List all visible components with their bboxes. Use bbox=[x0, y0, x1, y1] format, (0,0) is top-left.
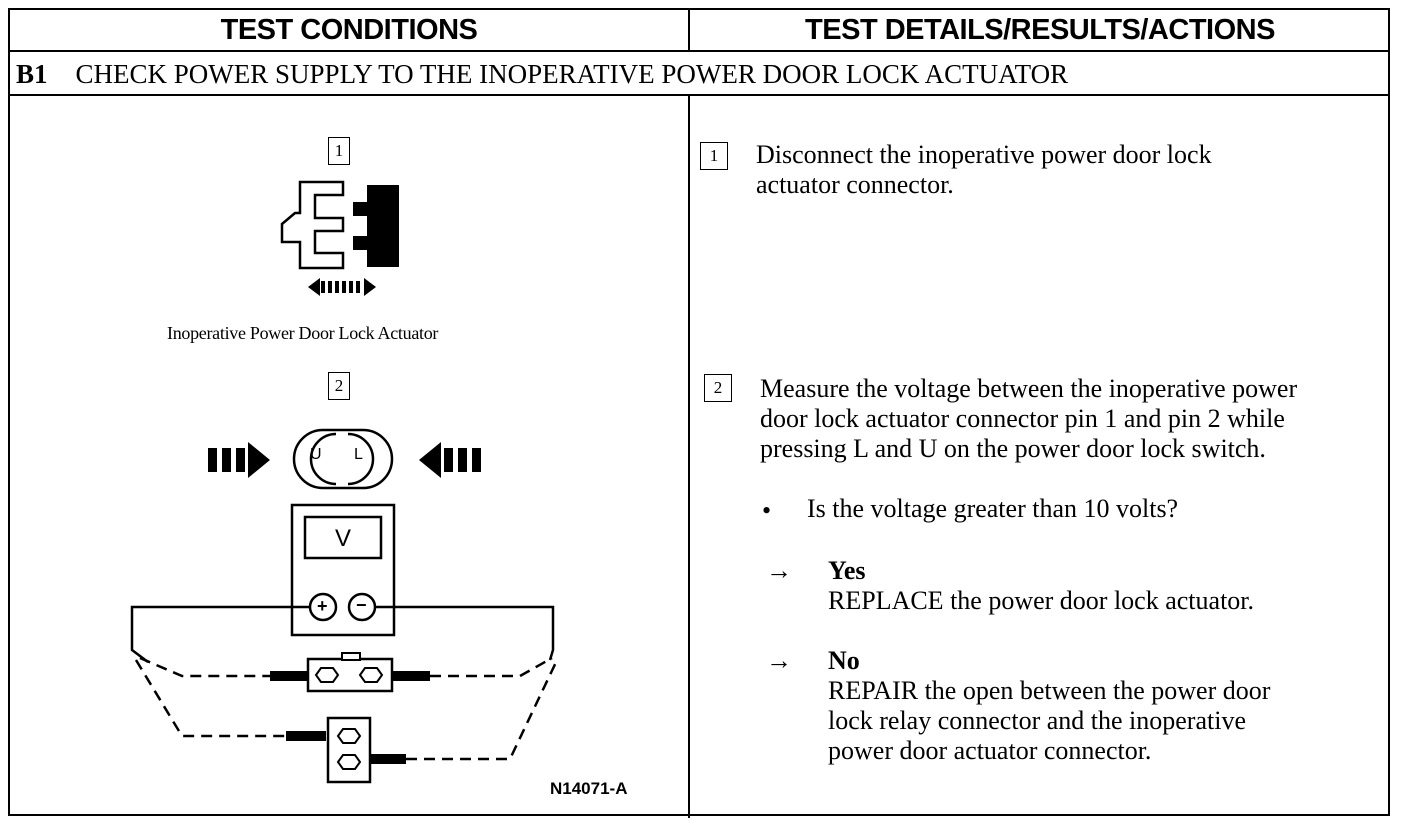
no-arrow-icon: → bbox=[766, 646, 792, 675]
header-divider bbox=[10, 50, 1388, 52]
question-bullet: • bbox=[762, 496, 772, 525]
meter-volt-label: V bbox=[335, 525, 352, 552]
action-1-text: Disconnect the inoperative power door lo… bbox=[756, 140, 1212, 200]
action-1-number: 1 bbox=[700, 142, 728, 170]
door-lock-switch-icon bbox=[292, 428, 394, 490]
press-arrow-right-icon bbox=[208, 442, 270, 478]
actuator-caption: Inoperative Power Door Lock Actuator bbox=[167, 323, 439, 343]
callout-1: 1 bbox=[328, 137, 350, 165]
voltage-test-illustration bbox=[130, 428, 560, 784]
plus-terminal-label: + bbox=[317, 596, 328, 616]
switch-lock-label: L bbox=[354, 446, 363, 463]
result-answer: No bbox=[828, 646, 860, 675]
result-no: No REPAIR the open between the power doo… bbox=[828, 646, 1270, 766]
step-title: CHECK POWER SUPPLY TO THE INOPERATIVE PO… bbox=[75, 58, 1069, 89]
action-2-line: pressing L and U on the power door lock … bbox=[760, 434, 1266, 463]
header-test-conditions: TEST CONDITIONS bbox=[220, 13, 478, 46]
step-id: B1 bbox=[16, 58, 48, 89]
action-2-line: Measure the voltage between the inoperat… bbox=[760, 374, 1298, 403]
minus-terminal-label: − bbox=[356, 595, 367, 615]
step-title-row: B1 CHECK POWER SUPPLY TO THE INOPERATIVE… bbox=[16, 54, 1068, 94]
question-text: Is the voltage greater than 10 volts? bbox=[807, 494, 1179, 523]
relay-connector-icon bbox=[270, 652, 430, 693]
result-action-line: power door actuator connector. bbox=[828, 736, 1152, 765]
switch-unlock-label: U bbox=[310, 446, 322, 463]
diagnostic-table: TEST CONDITIONS TEST DETAILS/RESULTS/ACT… bbox=[8, 8, 1390, 818]
result-yes: Yes REPLACE the power door lock actuator… bbox=[828, 556, 1254, 616]
result-action-line: REPLACE the power door lock actuator. bbox=[828, 586, 1255, 615]
press-arrow-left-icon bbox=[419, 442, 481, 478]
action-2-number: 2 bbox=[704, 374, 732, 402]
callout-2: 2 bbox=[328, 372, 350, 400]
actuator-connector-icon bbox=[286, 716, 406, 784]
result-action-line: REPAIR the open between the power door bbox=[828, 676, 1271, 705]
actuator-connector-illustration bbox=[280, 180, 399, 296]
result-action-line: lock relay connector and the inoperative bbox=[828, 706, 1246, 735]
connector-housing-icon bbox=[280, 180, 345, 270]
body-column-divider bbox=[688, 96, 690, 818]
header-test-details: TEST DETAILS/RESULTS/ACTIONS bbox=[805, 13, 1275, 46]
figure-number: N14071-A bbox=[550, 779, 628, 798]
meter-leads bbox=[130, 605, 555, 663]
voltmeter-icon bbox=[290, 503, 396, 637]
mating-connector-icon bbox=[353, 185, 399, 267]
result-answer: Yes bbox=[828, 556, 866, 585]
action-1-line: Disconnect the inoperative power door lo… bbox=[756, 140, 1212, 169]
yes-arrow-icon: → bbox=[766, 556, 792, 585]
action-1-line: actuator connector. bbox=[756, 170, 954, 199]
header-column-divider bbox=[688, 10, 690, 52]
action-2-line: door lock actuator connector pin 1 and p… bbox=[760, 404, 1285, 433]
dashed-circuit-lines bbox=[134, 656, 560, 761]
action-2-text: Measure the voltage between the inoperat… bbox=[760, 374, 1297, 464]
title-divider bbox=[10, 94, 1388, 96]
disconnect-arrow-icon bbox=[308, 278, 376, 296]
